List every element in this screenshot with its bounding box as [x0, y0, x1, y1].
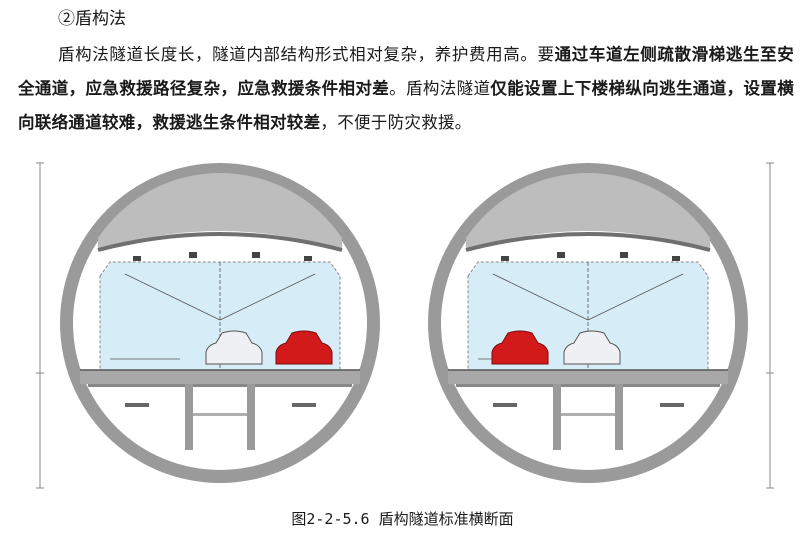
figure-caption: 图2-2-5.6 盾构隧道标准横断面 — [291, 510, 514, 528]
para-bold-1: 通过车道左侧疏散滑梯逃生至安全通道，应急救援路径复杂，应急救援条件相对差 — [18, 45, 795, 98]
para-text-3: ，不便于防灾救援。 — [320, 113, 472, 132]
para-text-2: 。盾构法隧道 — [389, 79, 491, 98]
para-bold-2: 仅能设置上下楼梯纵向逃生通道，设置横向联络通道较难，救援逃生条件相对较差 — [18, 79, 794, 132]
right-tunnel-section — [426, 161, 750, 485]
section-heading: ②盾构法 — [58, 9, 126, 29]
para-text-1: 盾构法隧道长度长，隧道内部结构形式相对复杂，养护费用高。要 — [58, 45, 555, 64]
body-paragraph: 盾构法隧道长度长，隧道内部结构形式相对复杂，养护费用高。要通过车道左侧疏散滑梯逃… — [18, 38, 794, 140]
tunnel-cross-section-figure — [30, 158, 780, 503]
left-tunnel-section — [58, 161, 382, 485]
